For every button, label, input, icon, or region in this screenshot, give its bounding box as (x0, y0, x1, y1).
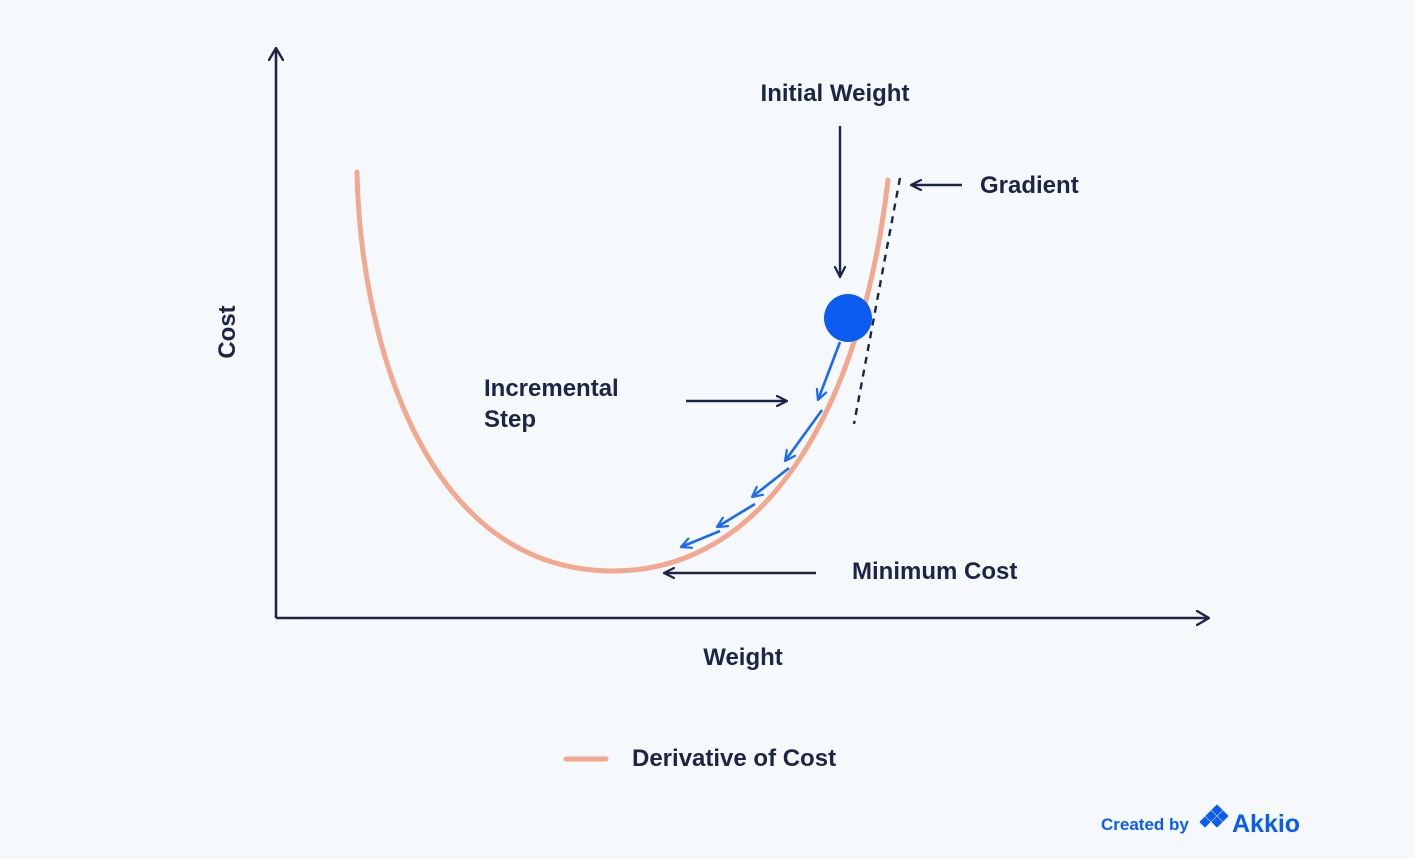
incremental-step-label-line1: Incremental (484, 375, 619, 402)
initial-weight-point-icon (824, 294, 872, 342)
descent-steps (681, 341, 842, 547)
akkio-diamond-logo-icon (1199, 804, 1229, 828)
x-axis-label: Weight (703, 644, 783, 671)
credit[interactable]: Created by Akkio (1101, 804, 1300, 838)
legend-label: Derivative of Cost (632, 745, 836, 772)
credit-prefix: Created by (1101, 815, 1189, 834)
descent-step-2 (785, 409, 824, 461)
descent-step-5 (681, 529, 721, 547)
gradient-label: Gradient (980, 172, 1079, 199)
credit-brand: Akkio (1232, 810, 1300, 838)
gradient-tangent-line (852, 177, 902, 425)
descent-step-1 (818, 341, 842, 400)
descent-step-4 (717, 502, 756, 529)
y-axis-label: Cost (214, 305, 241, 358)
minimum-cost-label: Minimum Cost (852, 558, 1017, 585)
descent-step-3 (752, 466, 790, 497)
incremental-step-label-line2: Step (484, 406, 536, 433)
cost-curve (354, 169, 891, 574)
initial-weight-label: Initial Weight (761, 80, 910, 107)
legend: Derivative of Cost (563, 745, 836, 772)
